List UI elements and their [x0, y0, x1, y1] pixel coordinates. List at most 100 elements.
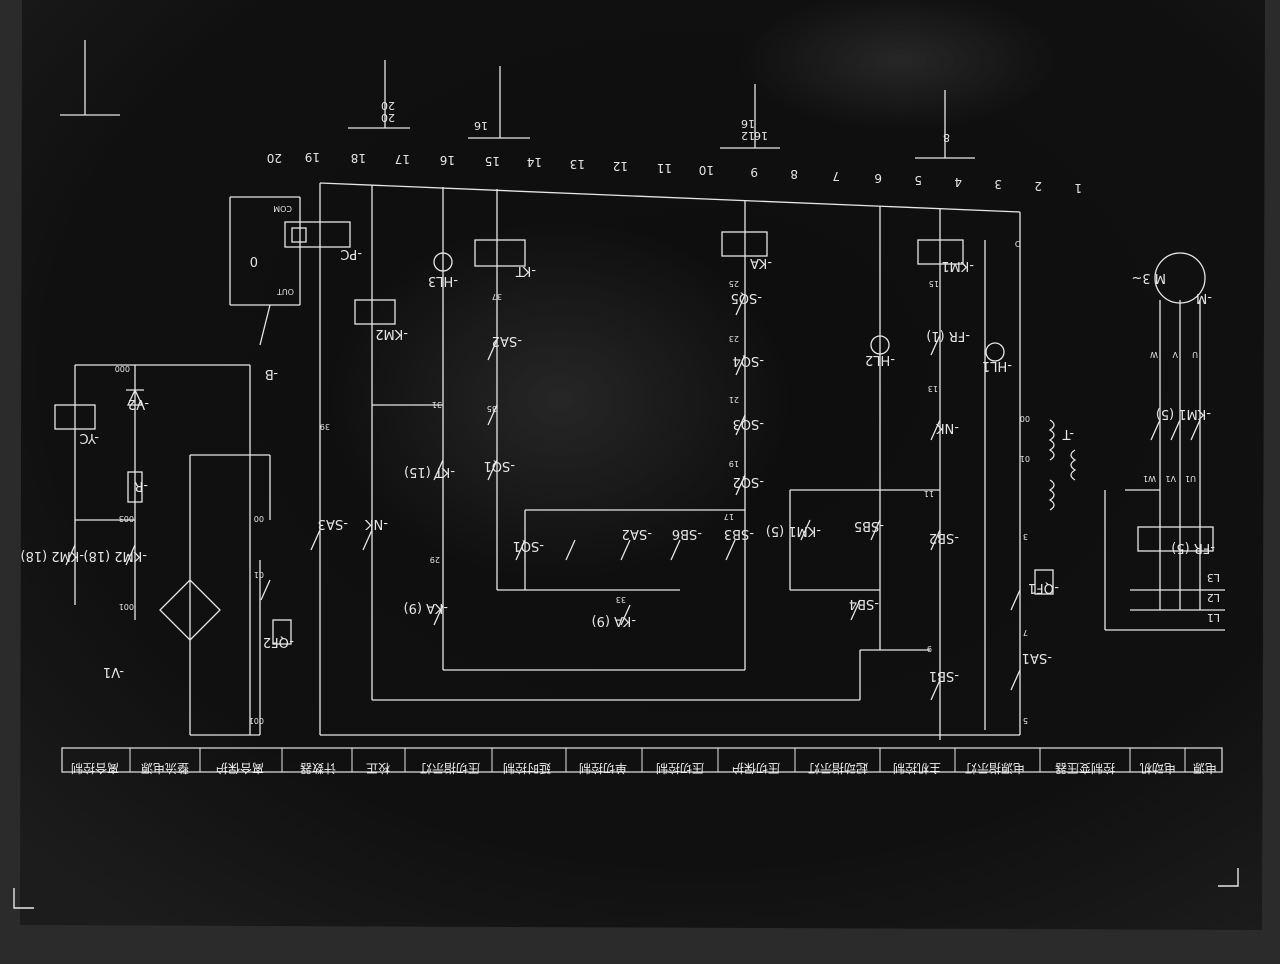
- wire-23: 23: [729, 334, 739, 343]
- top-num-3: 3: [994, 177, 1002, 191]
- label-sa2: -SA2: [492, 333, 522, 348]
- label-sq1: -SQ1: [484, 458, 515, 473]
- wire-001b: 001: [249, 716, 264, 725]
- wire-u: U: [1192, 350, 1198, 359]
- section-label-press-cut-control: 压切控制: [656, 761, 704, 775]
- wire-13: 13: [928, 384, 938, 393]
- label-r: -R: [134, 478, 148, 493]
- wire-3: 3: [1023, 532, 1028, 541]
- top-num-13: 13: [570, 157, 585, 171]
- top-num-7: 7: [832, 169, 840, 183]
- wire-001: 001: [119, 602, 134, 611]
- label-l2: L2: [1207, 591, 1220, 604]
- wire-w: W: [1150, 350, 1158, 359]
- label-sq5: -SQ5: [731, 290, 762, 305]
- section-label-start-indicator: 起动指示灯: [808, 761, 868, 776]
- label-hl2: -HL2: [865, 352, 895, 367]
- label-qf1: -QF1: [1028, 580, 1059, 595]
- label-com: COM: [273, 204, 292, 213]
- ref-mark-12: 12: [741, 129, 755, 142]
- label-nk2: -NK: [365, 516, 388, 531]
- label-sq3: -SQ3: [733, 416, 764, 431]
- label-l3: L3: [1207, 571, 1220, 584]
- top-num-9: 9: [750, 165, 758, 179]
- label-km2: -KM2: [375, 326, 408, 341]
- wire-d: D: [1015, 239, 1021, 248]
- top-num-4: 4: [954, 175, 962, 189]
- top-num-5: 5: [914, 173, 922, 187]
- wire-v: V: [1172, 350, 1178, 359]
- wire-w1: W1: [1143, 474, 1156, 483]
- label-sa1: -SA1: [1022, 650, 1052, 665]
- section-label-control-transformer: 控制变压器: [1055, 761, 1115, 776]
- wire-01b: 01: [1020, 454, 1030, 463]
- label-sq4: -SQ4: [733, 353, 764, 368]
- label-hl3: -HL3: [428, 273, 458, 288]
- wire-u1: U1: [1185, 474, 1196, 483]
- label-ka: -KA: [750, 255, 772, 270]
- label-nk: -NK: [936, 420, 959, 435]
- section-label-power-indicator: 电源指示灯: [965, 761, 1025, 776]
- wire-v1: V1: [1165, 474, 1176, 483]
- label-ka9: -KA (9): [592, 613, 636, 628]
- wire-25: 25: [729, 279, 739, 288]
- ref-mark-8: 8: [943, 131, 950, 144]
- label-sq2: -SQ2: [733, 474, 764, 489]
- wire-11: 11: [924, 489, 934, 498]
- top-num-19: 19: [305, 150, 320, 164]
- wire-000: 000: [115, 364, 130, 373]
- label-t: -T: [1063, 426, 1074, 441]
- wire-21: 21: [729, 395, 739, 404]
- section-label-calibration: 校正: [366, 761, 390, 776]
- section-label-clutch-control: 离合控制: [71, 761, 119, 776]
- wire-17: 17: [724, 512, 734, 521]
- label-fr-5: -FR (5): [1171, 540, 1215, 555]
- wire-9: 9: [927, 644, 932, 653]
- ref-mark-20a: 20: [381, 99, 395, 112]
- label-l1: L1: [1207, 611, 1220, 624]
- ref-mark-20b: 20: [381, 111, 395, 124]
- label-km2-18b: -KM2 (18): [83, 548, 147, 563]
- label-zero: 0: [250, 253, 258, 268]
- section-label-main-control: 主机控制: [893, 761, 941, 775]
- wire-31: 31: [432, 400, 442, 409]
- top-num-15: 15: [485, 154, 500, 168]
- top-num-6: 6: [874, 171, 882, 185]
- label-km1-5: -KM1 (5): [1156, 406, 1211, 421]
- label-sb5: -SB5: [854, 518, 884, 533]
- ref-mark-16b: 16: [741, 117, 755, 130]
- top-num-12: 12: [613, 159, 628, 173]
- label-m: -M: [1196, 290, 1212, 305]
- label-sb3: -SB3: [724, 526, 754, 541]
- top-num-10: 10: [699, 163, 714, 177]
- label-sb1: -SB1: [929, 668, 959, 683]
- label-sb2: -SB2: [929, 530, 959, 545]
- label-fr1: -FR (1): [926, 328, 970, 343]
- top-num-8: 8: [790, 167, 798, 181]
- top-num-11: 11: [657, 161, 672, 175]
- label-v1: -V1: [103, 664, 124, 679]
- wire-19: 19: [729, 459, 739, 468]
- label-sq1b: -SQ1: [513, 538, 544, 553]
- section-label-power: 电源: [1193, 761, 1217, 775]
- section-label-counter: 计数器: [300, 761, 336, 776]
- section-label-press-cut-indicator: 压切指示灯: [420, 761, 480, 776]
- label-yc: -YC: [80, 430, 99, 445]
- corner-mark-right: [1218, 868, 1239, 887]
- wire-33: 33: [616, 595, 626, 604]
- label-out: OUT: [277, 287, 294, 296]
- top-num-14: 14: [527, 155, 542, 169]
- section-label-delay-control: 延时控制: [503, 761, 551, 775]
- section-label-press-cut-protection: 压切保护: [732, 761, 780, 775]
- wire-15: 15: [929, 279, 939, 288]
- label-sa3: -SA3: [318, 516, 348, 531]
- wire-003: 003: [119, 514, 134, 523]
- label-km1b: -KM1 (5): [766, 523, 821, 538]
- label-ka9b: -KA (9): [404, 600, 448, 615]
- ref-mark-16c: 16: [754, 129, 768, 142]
- label-motor: M 3~: [1131, 270, 1166, 285]
- label-km1: -KM1: [941, 258, 974, 273]
- top-num-2: 2: [1034, 179, 1042, 193]
